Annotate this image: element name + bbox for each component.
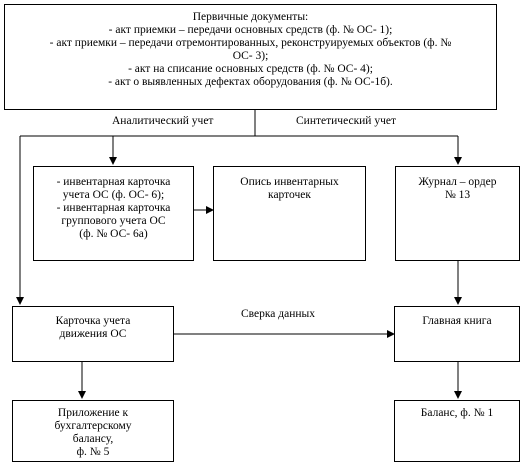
journal-order-box: Журнал – ордер № 13 [395, 166, 520, 261]
inventory-list-line: Опись инвентарных [240, 176, 339, 188]
balance-box: Баланс, ф. № 1 [394, 400, 520, 462]
appendix-line: балансу, [72, 433, 114, 445]
appendix-line: ф. № 5 [76, 446, 110, 458]
general-ledger-box: Главная книга [394, 306, 520, 362]
movement-card-line: движения ОС [59, 328, 127, 340]
balance-line: Баланс, ф. № 1 [420, 407, 494, 419]
movement-card-box: Карточка учета движения ОС [12, 306, 174, 362]
inventory-cards-line: - инвентарная карточка [56, 176, 171, 188]
inventory-cards-line: группового учета ОС [61, 215, 166, 227]
inventory-cards-line: - инвентарная карточка [56, 202, 171, 214]
appendix-line: Приложение к [57, 407, 129, 419]
primary-documents-box: Первичные документы: - акт приемки – пер… [4, 4, 497, 110]
inventory-cards-line: (ф. № ОС- 6а) [79, 228, 148, 240]
inventory-cards-box: - инвентарная карточка учета ОС (ф. ОС- … [33, 166, 194, 261]
synthetic-accounting-label: Синтетический учет [296, 115, 397, 127]
appendix-box: Приложение к бухгалтерскому балансу, ф. … [12, 400, 174, 462]
movement-card-line: Карточка учета [55, 315, 131, 327]
primary-docs-item: ОС- 3); [232, 50, 269, 62]
general-ledger-line: Главная книга [422, 315, 492, 327]
analytic-accounting-label: Аналитический учет [112, 115, 214, 127]
inventory-list-line: карточек [268, 189, 311, 201]
primary-docs-item: - акт на списание основных средств (ф. №… [128, 63, 373, 75]
primary-docs-title: Первичные документы: [192, 11, 309, 23]
journal-order-line: № 13 [444, 189, 471, 201]
inventory-list-box: Опись инвентарных карточек [213, 166, 366, 261]
appendix-line: бухгалтерскому [54, 420, 132, 432]
reconciliation-label: Сверка данных [241, 308, 316, 320]
primary-docs-item: - акт о выявленных дефектах оборудования… [108, 76, 393, 88]
primary-docs-item: - акт приемки – передачи основных средст… [108, 24, 393, 36]
primary-docs-item: - акт приемки – передачи отремонтированн… [49, 37, 452, 49]
inventory-cards-line: учета ОС (ф. ОС- 6); [62, 189, 165, 201]
journal-order-line: Журнал – ордер [418, 176, 497, 188]
